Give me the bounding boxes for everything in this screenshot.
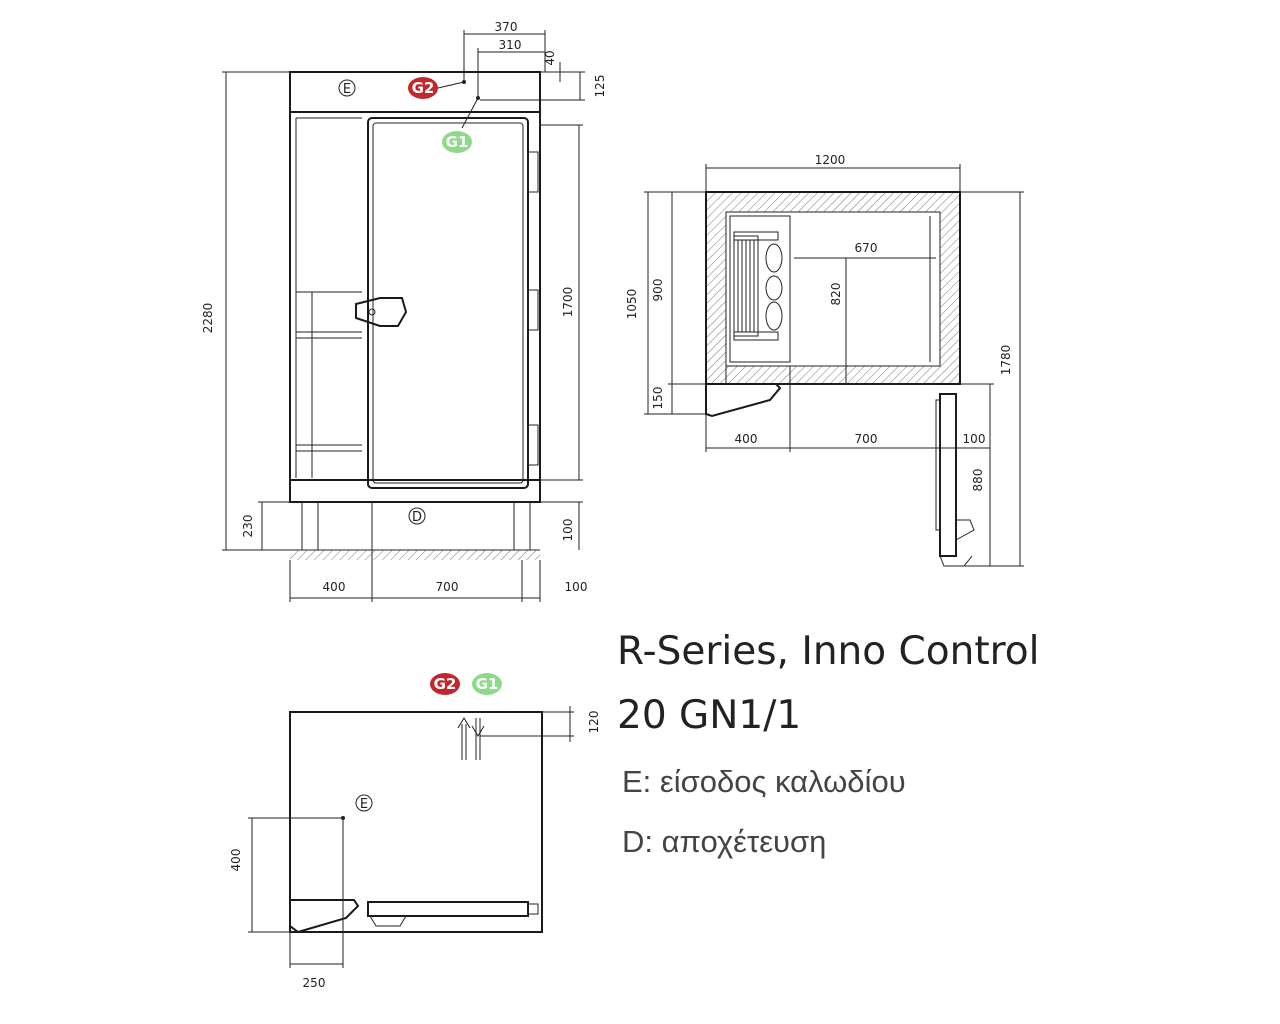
dim-top-700: 700 xyxy=(855,432,878,446)
product-model: 20 GN1/1 xyxy=(617,693,801,738)
dim-front-310: 310 xyxy=(499,38,522,52)
g2-badge-side xyxy=(430,673,460,695)
dim-top-900: 900 xyxy=(651,279,665,302)
dim-side-400: 400 xyxy=(229,849,243,872)
product-title: R-Series, Inno Control xyxy=(617,629,1040,674)
dim-front-400: 400 xyxy=(323,580,346,594)
dim-front-1700: 1700 xyxy=(561,287,575,318)
dim-front-230: 230 xyxy=(241,515,255,538)
legend-cable-entry: E: είσοδος καλωδίου xyxy=(622,764,906,799)
top-view xyxy=(644,164,1024,567)
dim-side-120: 120 xyxy=(587,711,601,734)
cable-entry-label-side: E xyxy=(360,797,368,812)
g1-label-front: G1 xyxy=(446,133,469,151)
g2-label-side: G2 xyxy=(434,675,457,693)
g1-label-side: G1 xyxy=(476,675,499,693)
dim-top-100: 100 xyxy=(963,432,986,446)
g2-label-front: G2 xyxy=(412,79,435,97)
legend-drain: D: αποχέτευση xyxy=(622,824,826,859)
dim-top-1050: 1050 xyxy=(625,289,639,320)
g2-badge-front xyxy=(408,77,438,99)
dim-top-880: 880 xyxy=(971,469,985,492)
dim-front-370: 370 xyxy=(495,20,518,34)
dim-top-1200: 1200 xyxy=(815,153,846,167)
dim-front-700: 700 xyxy=(436,580,459,594)
dim-top-1780: 1780 xyxy=(999,345,1013,376)
dim-side-250: 250 xyxy=(303,976,326,990)
dim-top-820: 820 xyxy=(829,283,843,306)
dim-front-100: 100 xyxy=(565,580,588,594)
dim-top-150: 150 xyxy=(651,387,665,410)
cable-entry-label: E xyxy=(343,82,351,97)
drain-label: D xyxy=(412,510,422,525)
g1-badge-front xyxy=(442,131,472,153)
side-view xyxy=(248,706,574,968)
dim-front-40: 40 xyxy=(543,50,557,65)
dim-front-2280: 2280 xyxy=(201,303,215,334)
dim-top-670: 670 xyxy=(855,241,878,255)
dim-front-100-v: 100 xyxy=(561,519,575,542)
dim-top-400: 400 xyxy=(735,432,758,446)
dim-front-125: 125 xyxy=(593,75,607,98)
g1-badge-side xyxy=(472,673,502,695)
front-view xyxy=(222,30,585,602)
